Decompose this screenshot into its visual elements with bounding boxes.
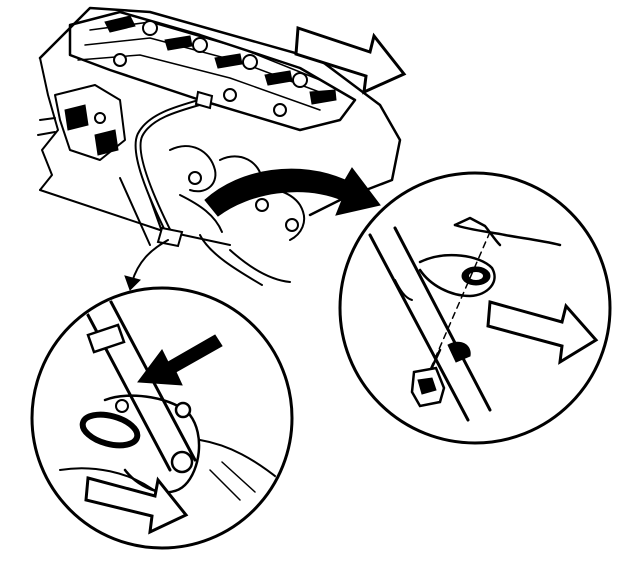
oil-tube [134, 90, 214, 248]
callout-leader-left [124, 239, 169, 291]
detail-left-oil-tube-flange [30, 286, 294, 550]
detail-right-tube-bracket-bolt [338, 171, 612, 445]
engine-block [37, 6, 402, 286]
curved-callout-arrow-icon [204, 167, 381, 217]
direction-arrow-icon [294, 25, 407, 95]
pointer-arrow-icon [137, 334, 223, 386]
